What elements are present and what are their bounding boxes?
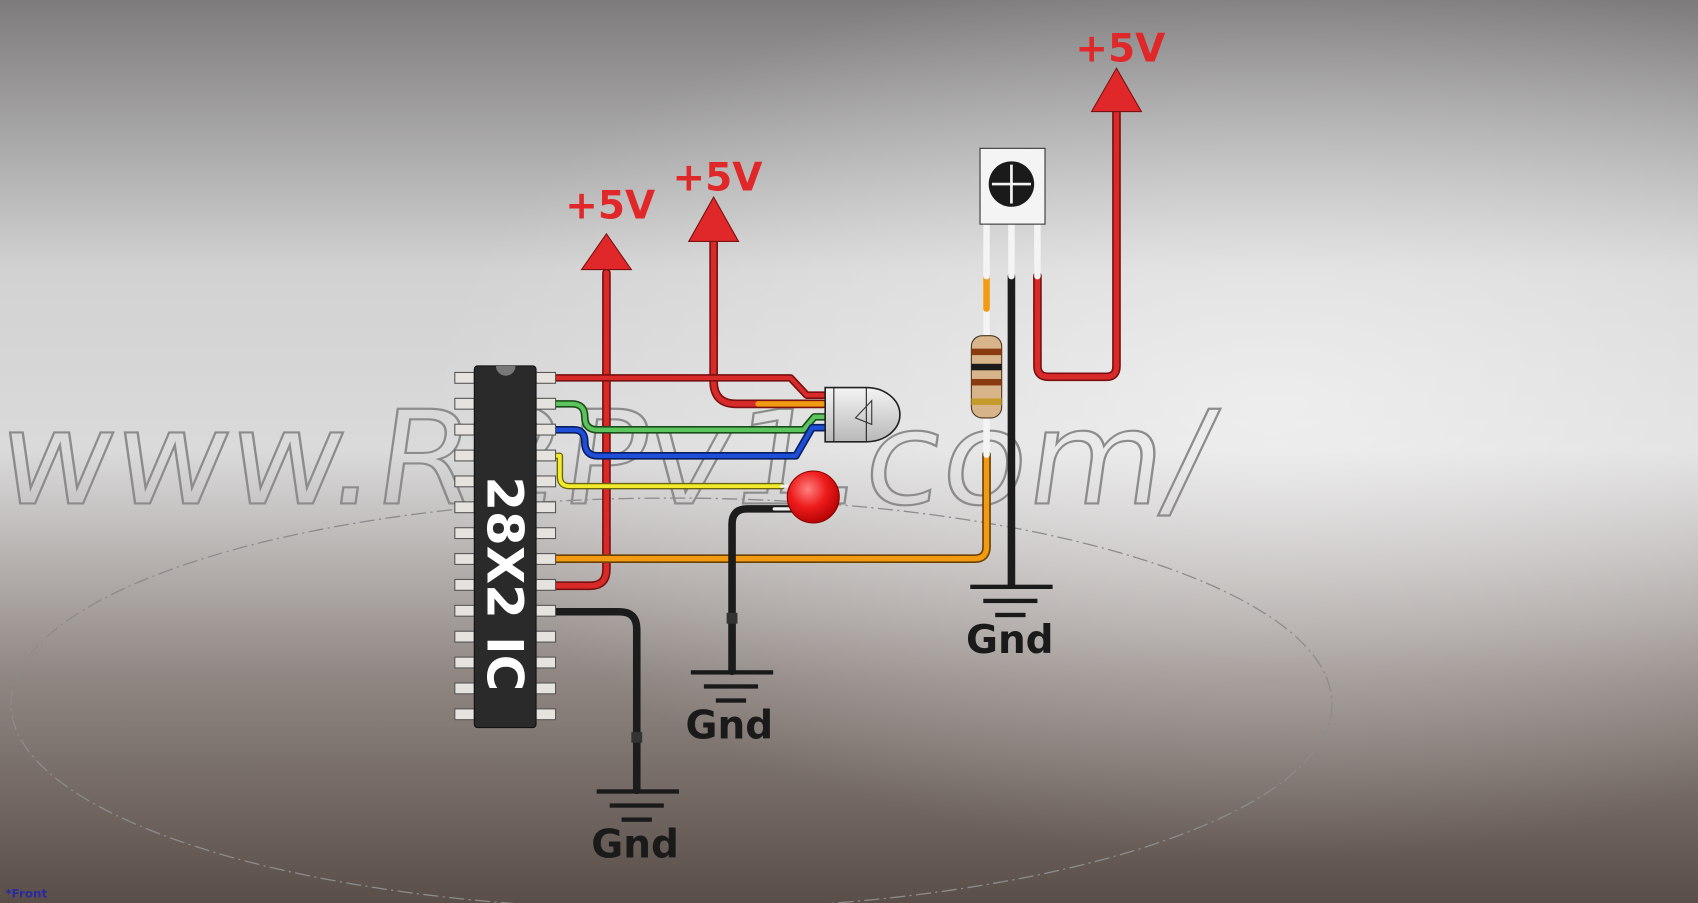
power-label: +5V [1075, 27, 1165, 72]
ic-pins [454, 371, 557, 721]
ground-symbol-3: Gnd [966, 584, 1054, 663]
ic-pin-left-10 [454, 604, 475, 617]
ic-pin-left-2 [454, 397, 475, 410]
ic-chip: 28X2 IC [454, 365, 557, 729]
ic-pin-right-3 [535, 423, 557, 436]
ic-pin-right-8 [535, 553, 557, 565]
ir-led [824, 386, 901, 443]
ic-pin-right-5 [535, 475, 557, 488]
ic-pin-left-9 [454, 578, 475, 591]
view-label: *Front [5, 887, 47, 901]
ic-pin-left-6 [454, 501, 475, 514]
ic-pin-left-4 [454, 449, 475, 462]
ic-pin-left-11 [454, 630, 475, 643]
power-label: +5V [565, 184, 655, 229]
power-symbol-2: +5V [672, 156, 762, 242]
ground-symbol-2: Gnd [685, 670, 774, 748]
red-led [786, 470, 840, 524]
power-symbol-1: +5V [565, 184, 655, 271]
ic-pin-right-4 [535, 449, 557, 462]
ic-notch [495, 365, 516, 376]
ic-pin-right-10 [535, 604, 557, 617]
ic-pin-left-3 [454, 423, 475, 436]
ic-pin-right-7 [535, 527, 557, 540]
ic-pin-left-12 [454, 656, 475, 669]
resistor [970, 335, 1003, 419]
ground-plane-ellipse [10, 497, 1333, 903]
ic-pin-right-14 [535, 708, 557, 721]
ic-pin-left-7 [454, 527, 475, 540]
ic-label: 28X2 IC [475, 476, 533, 691]
power-symbol-3: +5V [1075, 27, 1165, 113]
ic-pin-left-13 [454, 682, 475, 695]
ic-pin-right-13 [535, 682, 557, 695]
ic-pin-left-14 [454, 708, 475, 721]
ic-pin-left-5 [454, 475, 475, 488]
ir-receiver [979, 147, 1046, 225]
ic-pin-right-6 [535, 501, 557, 514]
power-label: +5V [672, 156, 762, 201]
ic-pin-left-1 [454, 371, 475, 384]
ic-pin-right-1 [535, 371, 557, 384]
ground-label: Gnd [591, 823, 679, 868]
ic-pin-right-2 [535, 397, 557, 410]
wire-black-ic [543, 607, 641, 795]
ground-label: Gnd [966, 618, 1054, 663]
ground-symbol-1: Gnd [591, 789, 679, 868]
ic-pin-right-9 [535, 578, 557, 591]
wire-black-led [728, 505, 806, 676]
ic-pin-right-12 [535, 656, 557, 669]
wires [542, 108, 1121, 795]
ic-pin-left-8 [454, 553, 475, 565]
ic-pin-right-11 [535, 630, 557, 643]
ground-label: Gnd [685, 703, 773, 748]
